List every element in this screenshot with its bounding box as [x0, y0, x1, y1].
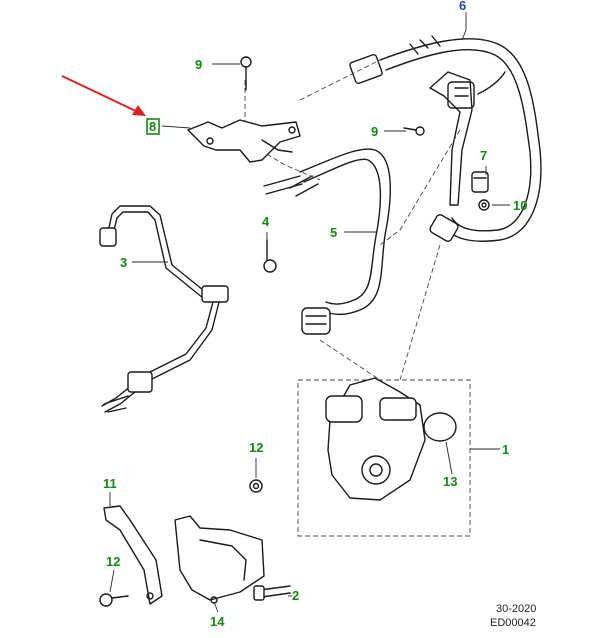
callout-9-right: 9: [371, 124, 378, 139]
bracket-8: [187, 119, 301, 163]
callout-12-lower: 12: [106, 554, 120, 569]
callout-8-highlight: 8: [146, 118, 160, 135]
bolt-2: [253, 585, 291, 601]
callout-4: 4: [262, 214, 270, 229]
bolt-9a: [212, 56, 252, 91]
callout-3: 3: [120, 255, 127, 270]
callout-13: 13: [443, 474, 457, 489]
pointer-arrow: [61, 75, 146, 116]
callout-2: 2: [292, 588, 299, 603]
bolt-12b: [99, 593, 129, 607]
leader-lines: [109, 12, 510, 613]
callout-7: 7: [480, 148, 487, 163]
guide-line: [319, 339, 381, 381]
fuel-pump-1: [297, 377, 471, 537]
pump-bracket-14: [174, 515, 265, 604]
bolt-4: [263, 239, 277, 273]
nut-10: [478, 199, 490, 211]
callout-8: 8: [149, 119, 156, 134]
guide-line: [259, 149, 321, 181]
callout-1: 1: [502, 442, 509, 457]
callout-12-upper: 12: [249, 440, 263, 455]
fuel-hose-5: [263, 148, 391, 335]
bolt-12a: [249, 479, 263, 493]
clip-7: [471, 171, 489, 193]
callout-5: 5: [330, 225, 337, 240]
bolt-9b: [403, 126, 425, 136]
bracket-11: [103, 505, 163, 605]
figure-number: 30-2020: [496, 603, 536, 615]
support-bracket: [429, 71, 473, 206]
callout-10: 10: [513, 198, 527, 213]
guide-line: [299, 59, 381, 101]
fuel-pipe-3: [99, 205, 229, 413]
callout-11: 11: [103, 476, 117, 491]
callout-14: 14: [210, 614, 225, 629]
hose-end-fitting: [429, 214, 459, 242]
callout-9-upper: 9: [195, 57, 202, 72]
guide-line: [399, 244, 441, 381]
drawing-code: ED00042: [490, 617, 536, 629]
guide-line: [379, 129, 461, 246]
callout-6: 6: [459, 0, 466, 13]
fuel-hose-6: [349, 35, 542, 242]
